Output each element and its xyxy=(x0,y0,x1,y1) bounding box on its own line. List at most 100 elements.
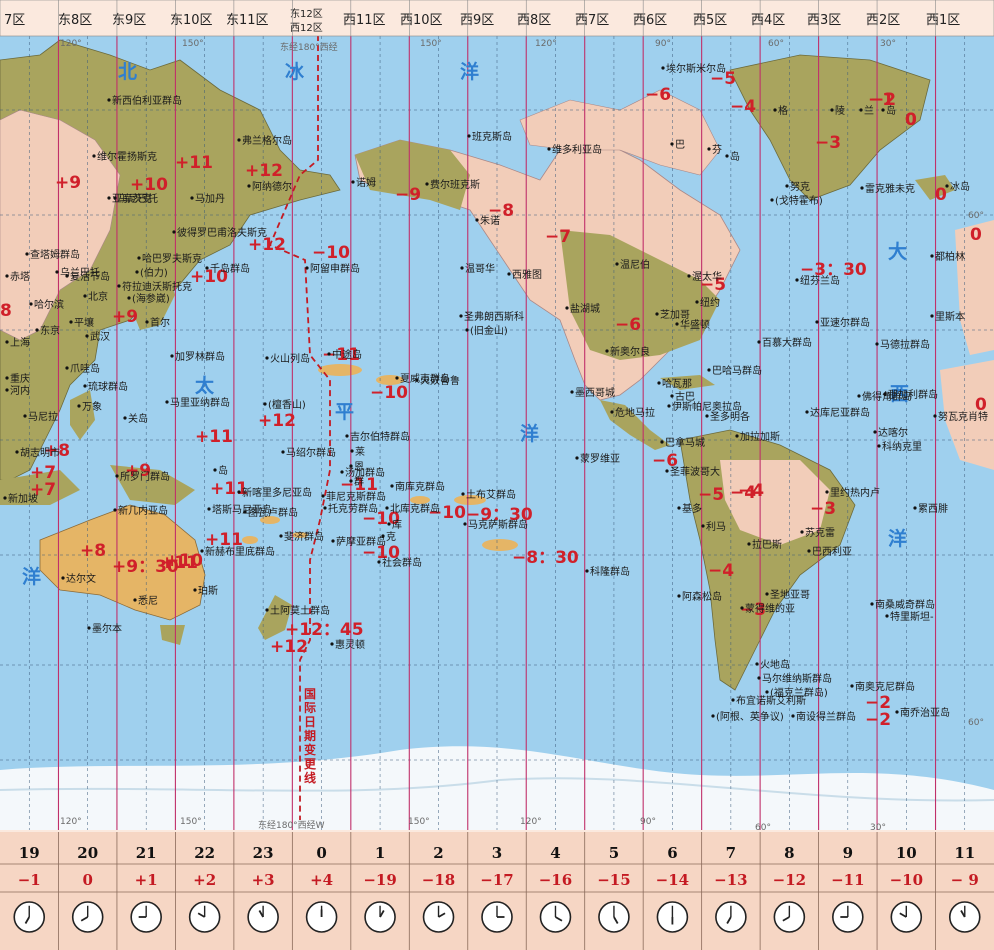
place-dot xyxy=(5,388,9,392)
place-label: 达尔文 xyxy=(66,572,96,585)
place-dot xyxy=(860,186,864,190)
zone-header-label: 西10区 xyxy=(400,13,443,28)
clock-icon xyxy=(656,901,689,933)
hour-cell: 5 xyxy=(609,844,619,862)
offset-label: +9 xyxy=(55,173,81,193)
place-dot xyxy=(850,684,854,688)
offset-label: +10 xyxy=(130,175,168,195)
graticule-lines xyxy=(0,36,994,830)
zone-header-label: 东10区 xyxy=(170,13,213,28)
place-label: 费尔班克斯 xyxy=(430,178,480,191)
place-label: 阿纳德尔 xyxy=(252,180,292,193)
place-dot xyxy=(29,302,33,306)
place-dot xyxy=(667,404,671,408)
place-dot xyxy=(807,549,811,553)
lat-label: 60° xyxy=(968,211,984,221)
place-label: 中途岛 xyxy=(332,348,362,361)
place-label: 格 xyxy=(778,104,788,117)
zone-header-label: 西12区 xyxy=(290,22,323,34)
offset-label: −3 xyxy=(815,133,841,153)
place-label: 马德拉群岛 xyxy=(880,338,930,351)
offset-label: −2 xyxy=(865,710,891,730)
place-dot xyxy=(605,349,609,353)
place-dot xyxy=(873,430,877,434)
place-dot xyxy=(547,147,551,151)
place-label: 岛 xyxy=(886,104,896,117)
offset-label: −4 xyxy=(738,481,764,501)
offset-label: +8 xyxy=(80,541,106,561)
place-dot xyxy=(475,218,479,222)
place-dot xyxy=(323,506,327,510)
offset-label: −5 xyxy=(698,485,724,505)
land-brazil-pink xyxy=(720,460,830,545)
place-dot xyxy=(15,450,19,454)
place-dot xyxy=(725,154,729,158)
place-dot xyxy=(695,300,699,304)
place-label: 关岛 xyxy=(128,412,148,425)
place-label: (檀香山) xyxy=(268,398,306,411)
place-dot xyxy=(881,108,885,112)
clock-icon xyxy=(715,901,747,933)
zone-header-label: 东11区 xyxy=(226,13,269,28)
lon-label-bottom: 150° xyxy=(408,817,430,827)
land-us-green xyxy=(560,230,720,360)
place-label: 东京 xyxy=(40,324,60,337)
hour-cell: 1 xyxy=(375,844,385,862)
diff-cell: −17 xyxy=(480,871,513,889)
place-label: 土阿莫土群岛 xyxy=(270,604,330,617)
place-label: 恩 xyxy=(354,461,364,473)
offset-label: −6 xyxy=(652,451,678,471)
place-dot xyxy=(305,266,309,270)
place-dot xyxy=(243,510,247,514)
lon-label-bottom: 90° xyxy=(640,817,656,827)
place-dot xyxy=(565,306,569,310)
offset-label: 0 xyxy=(975,395,987,415)
place-label: 特里斯坦- xyxy=(890,610,934,623)
place-label: 加拉加斯 xyxy=(740,430,780,443)
place-dot xyxy=(381,534,385,538)
place-label: 温尼伯 xyxy=(620,258,650,271)
hour-cell: 2 xyxy=(433,844,443,862)
clock-icon xyxy=(422,901,455,933)
place-dot xyxy=(677,594,681,598)
place-label: 火奴鲁鲁 xyxy=(420,374,460,387)
place-dot xyxy=(795,278,799,282)
hour-cell: 23 xyxy=(253,844,274,862)
place-label: 哈巴罗夫斯克 xyxy=(142,252,202,265)
zone-header-label: 西7区 xyxy=(575,13,609,28)
ocean-label: 大 xyxy=(888,240,907,263)
ocean-label: 洋 xyxy=(888,527,907,550)
place-label: 珀斯 xyxy=(198,584,218,597)
land-tasmania xyxy=(160,625,185,645)
place-dot xyxy=(281,450,285,454)
place-dot xyxy=(785,184,789,188)
land-newzealand xyxy=(258,595,292,640)
lon-label-top: 150° xyxy=(182,39,204,49)
place-dot xyxy=(731,698,735,702)
place-label: 库 xyxy=(392,518,402,531)
place-dot xyxy=(350,449,354,453)
zone-header-band xyxy=(0,0,994,37)
place-dot xyxy=(657,381,661,385)
place-label: 汤加群岛 xyxy=(345,466,385,479)
place-label: 华盛顿 xyxy=(680,318,710,331)
diff-cell: +4 xyxy=(310,871,333,889)
zone-header-label: 西4区 xyxy=(751,13,785,28)
clock-icon xyxy=(247,901,279,933)
zone-header-label: 西2区 xyxy=(866,13,900,28)
place-label: 万象 xyxy=(82,401,102,413)
hour-cell: 8 xyxy=(784,844,794,862)
place-label: 基多 xyxy=(682,502,702,515)
place-label: 圣菲波哥大 xyxy=(670,465,720,478)
clock-icon xyxy=(71,901,104,933)
place-label: 夏威夷群岛 xyxy=(400,372,450,385)
date-line-char: 日 xyxy=(304,715,316,729)
diff-cell: −13 xyxy=(714,871,747,889)
place-labels: 新西伯利亚群岛维尔霍扬斯克亚库茨克马加丹弗兰格尔岛阿纳德尔诺姆费尔班克斯朱诺班克… xyxy=(3,62,988,723)
place-dot xyxy=(735,434,739,438)
place-dot xyxy=(805,410,809,414)
place-dot xyxy=(77,404,81,408)
zone-header-label: 西6区 xyxy=(633,13,667,28)
